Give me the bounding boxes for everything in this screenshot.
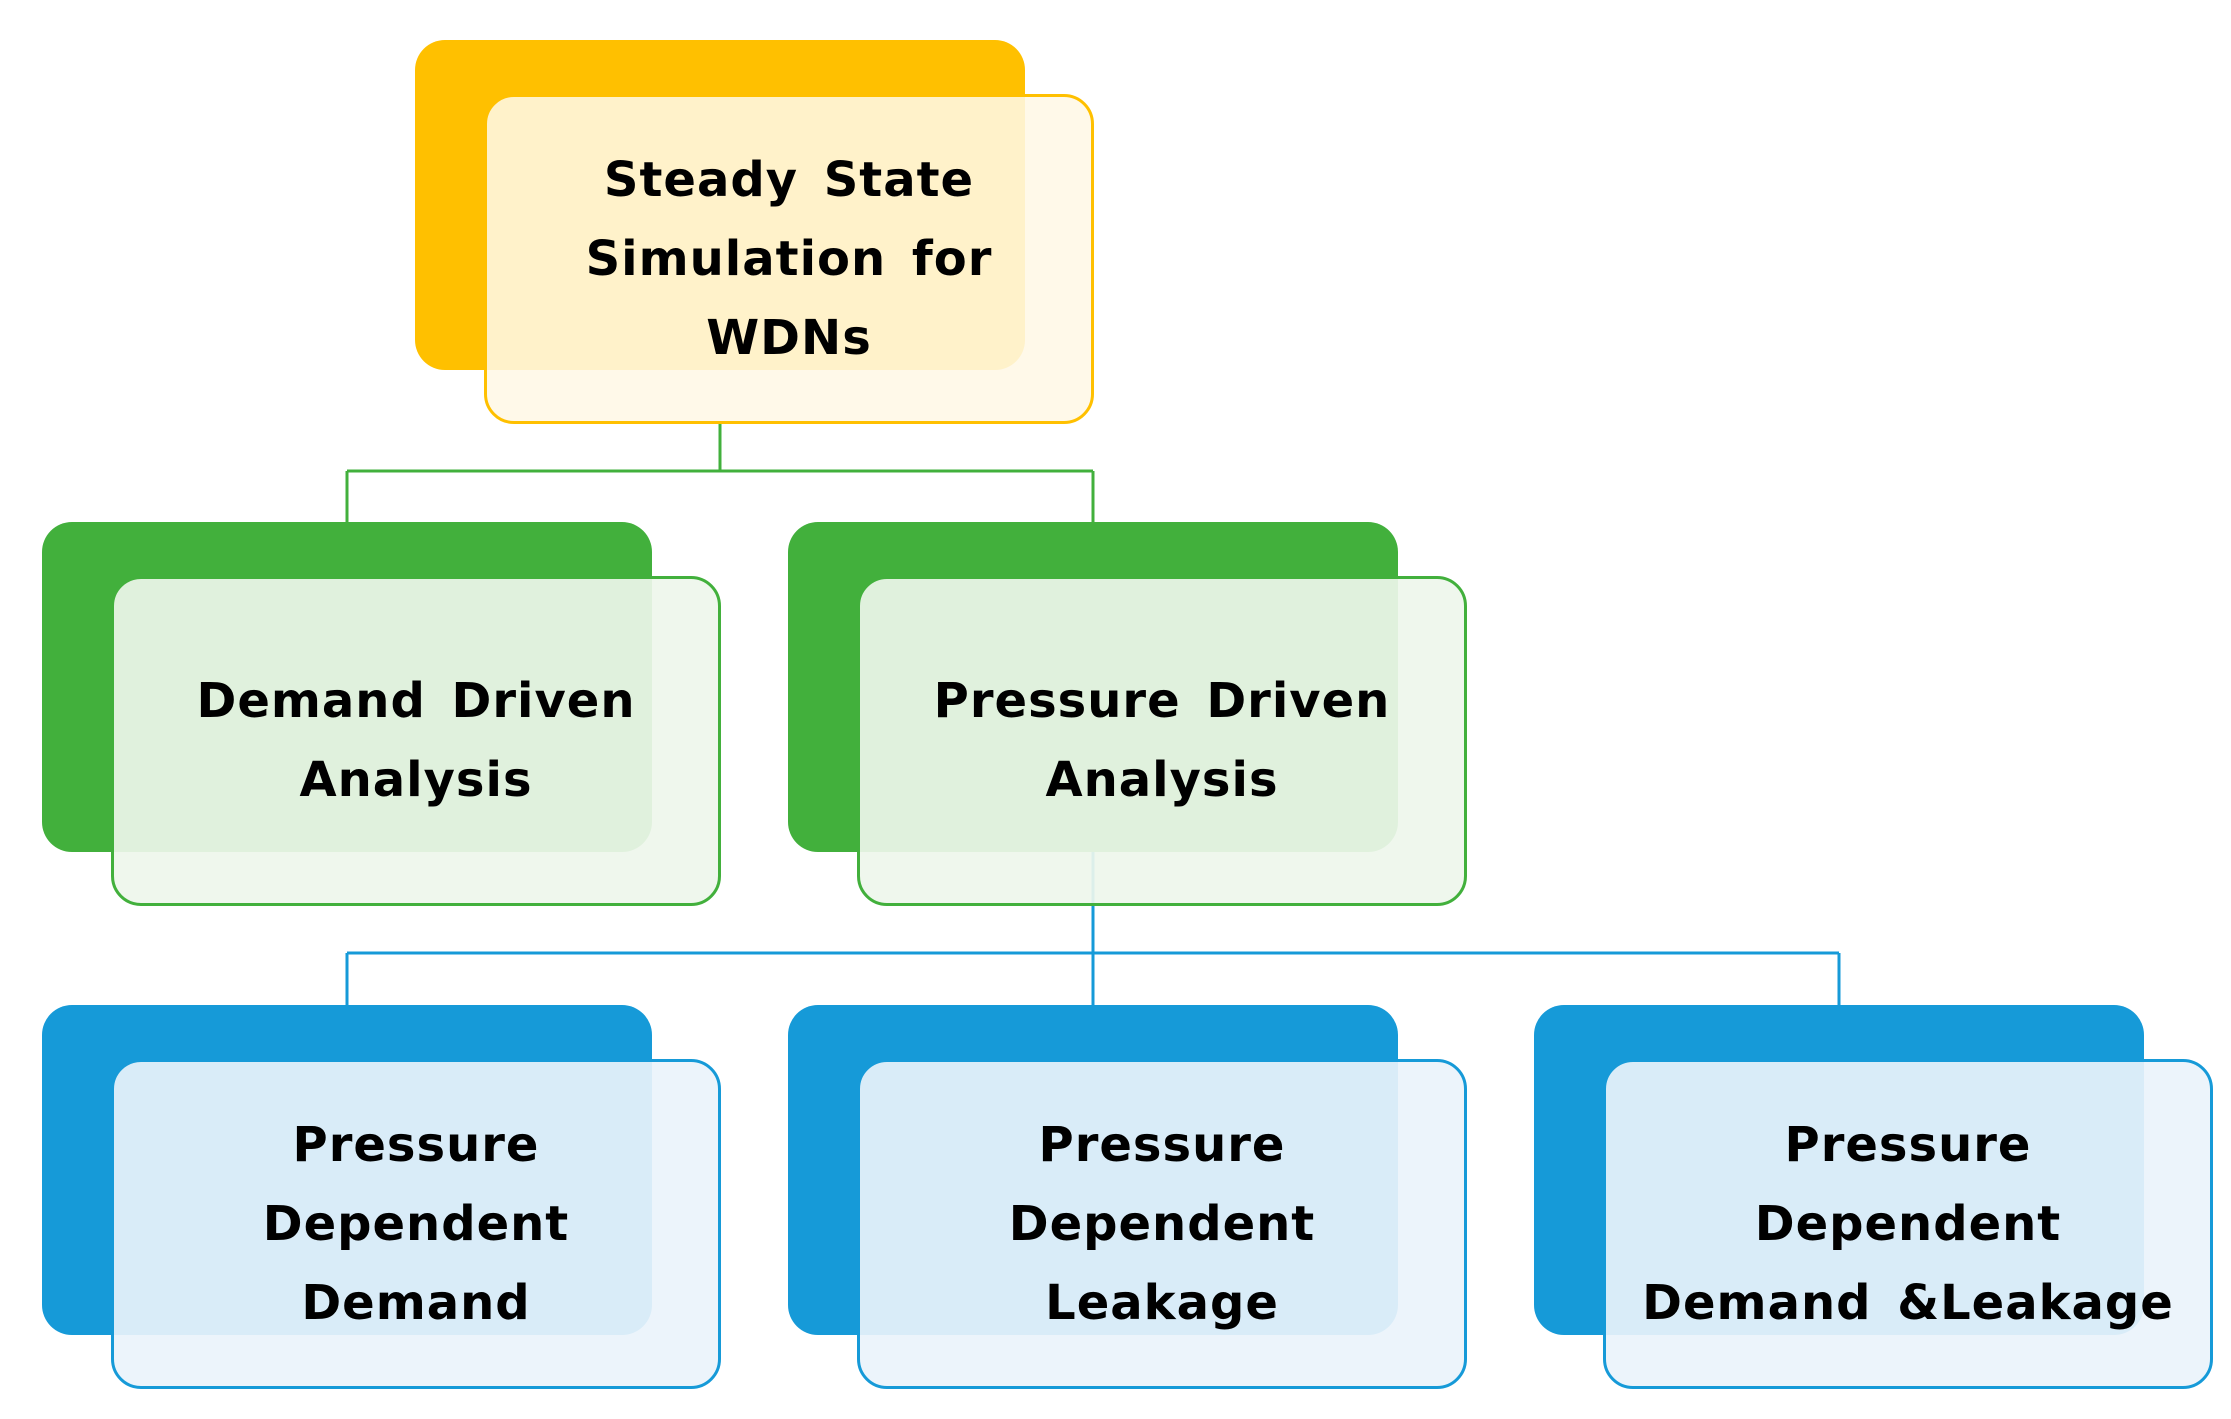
- node-pda-card: Pressure Driven Analysis: [857, 576, 1467, 906]
- node-pressure-dependent-demand-leakage: Pressure Dependent Demand &Leakage: [1534, 1005, 2213, 1389]
- node-demand-driven-analysis: Demand Driven Analysis: [42, 522, 721, 906]
- node-pressure-dependent-demand: Pressure Dependent Demand: [42, 1005, 721, 1389]
- node-root-card: Steady State Simulation for WDNs: [484, 94, 1094, 424]
- node-pddl-label: Pressure Dependent Demand &Leakage: [1642, 1116, 2174, 1331]
- node-pressure-dependent-leakage: Pressure Dependent Leakage: [788, 1005, 1467, 1389]
- node-steady-state-simulation: Steady State Simulation for WDNs: [415, 40, 1094, 424]
- node-pdl-label: Pressure Dependent Leakage: [1008, 1116, 1316, 1331]
- node-pda-label: Pressure Driven Analysis: [933, 673, 1391, 808]
- node-dda-label: Demand Driven Analysis: [196, 673, 636, 808]
- node-pressure-driven-analysis: Pressure Driven Analysis: [788, 522, 1467, 906]
- node-pdd-label: Pressure Dependent Demand: [262, 1116, 570, 1331]
- node-root-label: Steady State Simulation for WDNs: [585, 151, 993, 366]
- node-pddl-card: Pressure Dependent Demand &Leakage: [1603, 1059, 2213, 1389]
- node-pdl-card: Pressure Dependent Leakage: [857, 1059, 1467, 1389]
- node-dda-card: Demand Driven Analysis: [111, 576, 721, 906]
- node-pdd-card: Pressure Dependent Demand: [111, 1059, 721, 1389]
